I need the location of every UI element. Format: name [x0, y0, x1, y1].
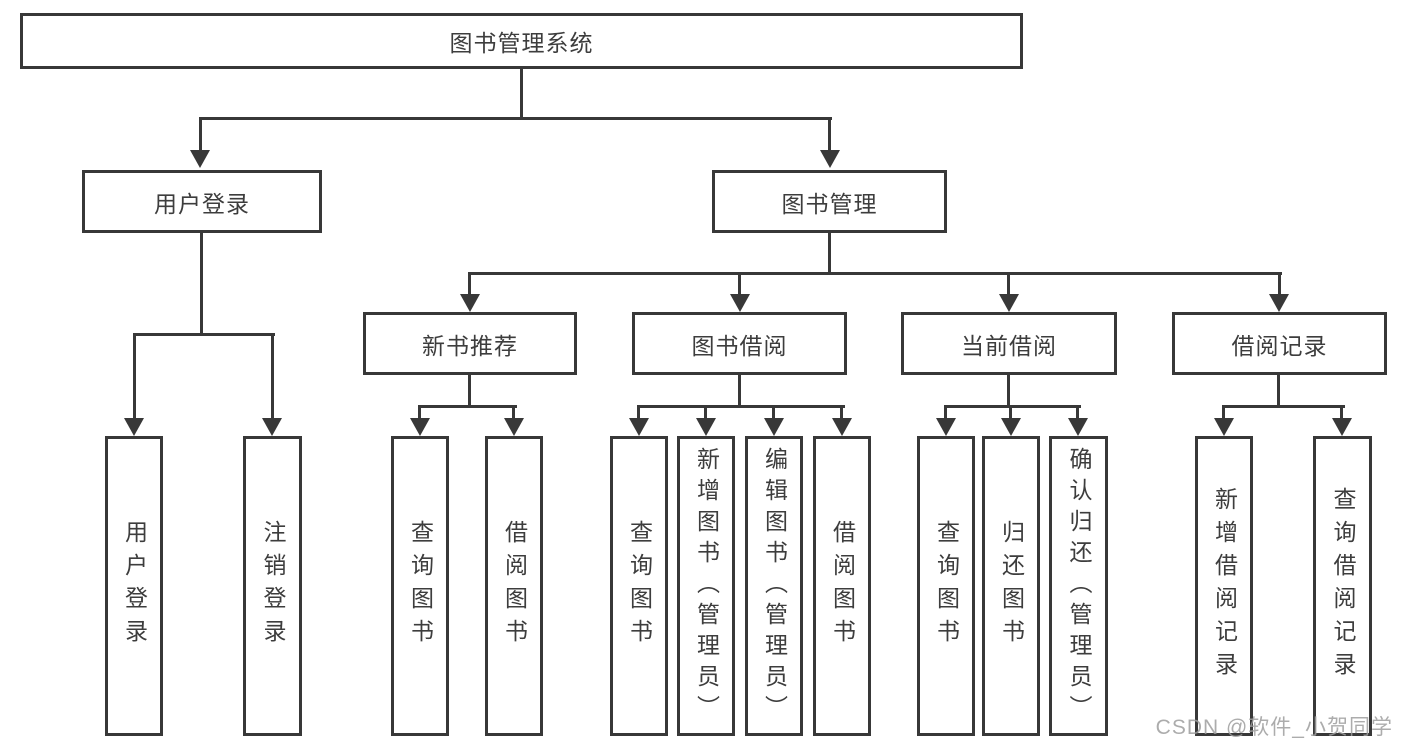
connector-line: [199, 117, 202, 152]
leaf-confirm-return-admin: 确认归还（管理员）: [1049, 436, 1108, 736]
connector-line: [828, 233, 831, 274]
connector-line: [704, 405, 707, 420]
connector-line: [199, 117, 832, 120]
connector-arrow: [730, 294, 750, 312]
node-current-borrowing: 当前借阅: [901, 312, 1117, 375]
connector-line: [944, 405, 947, 420]
connector-line: [738, 272, 741, 296]
connector-line: [468, 272, 1282, 275]
connector-line: [738, 375, 741, 407]
connector-arrow: [1001, 418, 1021, 436]
node-borrowing-records: 借阅记录: [1172, 312, 1387, 375]
connector-arrow: [936, 418, 956, 436]
connector-arrow: [1214, 418, 1234, 436]
connector-line: [637, 405, 845, 408]
connector-line: [418, 405, 517, 408]
connector-arrow: [820, 150, 840, 168]
connector-line: [512, 405, 515, 420]
connector-line: [271, 333, 274, 420]
connector-line: [1277, 375, 1280, 407]
node-book-borrowing: 图书借阅: [632, 312, 847, 375]
connector-line: [133, 333, 136, 420]
connector-line: [133, 333, 275, 336]
leaf-query-books-borrowing: 查询图书: [610, 436, 668, 736]
connector-line: [828, 117, 831, 152]
leaf-borrow-books-borrowing: 借阅图书: [813, 436, 871, 736]
csdn-watermark: CSDN @软件_小贺同学: [1155, 716, 1393, 739]
connector-line: [1076, 405, 1079, 420]
connector-line: [944, 405, 1081, 408]
connector-arrow: [832, 418, 852, 436]
connector-line: [418, 405, 421, 420]
connector-line: [1007, 375, 1010, 407]
node-user-login: 用户登录: [82, 170, 322, 233]
connector-line: [840, 405, 843, 420]
connector-line: [520, 69, 523, 119]
leaf-query-books-current: 查询图书: [917, 436, 975, 736]
connector-arrow: [1269, 294, 1289, 312]
connector-line: [200, 233, 203, 335]
leaf-logout: 注销登录: [243, 436, 302, 736]
connector-line: [637, 405, 640, 420]
leaf-edit-books-admin: 编辑图书（管理员）: [745, 436, 803, 736]
connector-arrow: [1332, 418, 1352, 436]
connector-arrow: [504, 418, 524, 436]
connector-line: [468, 375, 471, 407]
connector-arrow: [1068, 418, 1088, 436]
connector-arrow: [999, 294, 1019, 312]
connector-arrow: [764, 418, 784, 436]
connector-line: [1278, 272, 1281, 296]
leaf-query-borrow-record: 查询借阅记录: [1313, 436, 1372, 736]
connector-arrow: [410, 418, 430, 436]
node-book-management: 图书管理: [712, 170, 947, 233]
connector-arrow: [696, 418, 716, 436]
connector-arrow: [629, 418, 649, 436]
leaf-borrow-books-recommend: 借阅图书: [485, 436, 543, 736]
connector-arrow: [124, 418, 144, 436]
connector-arrow: [262, 418, 282, 436]
connector-arrow: [190, 150, 210, 168]
leaf-query-books-recommend: 查询图书: [391, 436, 449, 736]
leaf-add-books-admin: 新增图书（管理员）: [677, 436, 735, 736]
leaf-return-books: 归还图书: [982, 436, 1040, 736]
connector-line: [468, 272, 471, 296]
leaf-user-login: 用户登录: [105, 436, 163, 736]
node-root-library-system: 图书管理系统: [20, 13, 1023, 69]
node-new-book-recommend: 新书推荐: [363, 312, 577, 375]
connector-arrow: [460, 294, 480, 312]
connector-line: [1007, 272, 1010, 296]
connector-line: [1222, 405, 1225, 420]
connector-line: [1222, 405, 1345, 408]
connector-line: [1009, 405, 1012, 420]
leaf-add-borrow-record: 新增借阅记录: [1195, 436, 1253, 736]
connector-line: [1340, 405, 1343, 420]
connector-line: [772, 405, 775, 420]
